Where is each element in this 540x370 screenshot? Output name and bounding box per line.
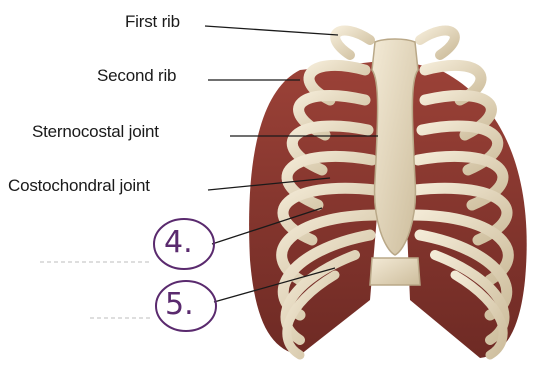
- label-costochondral-joint: Costochondral joint: [8, 176, 150, 196]
- faint-dashes: [40, 262, 150, 318]
- rib-right-1: [420, 31, 455, 55]
- leader-first-rib: [205, 26, 338, 35]
- sternum: [372, 39, 418, 255]
- rib-left-1: [335, 31, 370, 55]
- vertebra: [370, 258, 420, 285]
- label-sternocostal-joint: Sternocostal joint: [32, 122, 159, 142]
- handwritten-five: 5.: [165, 287, 194, 322]
- label-first-rib: First rib: [125, 12, 180, 32]
- label-second-rib: Second rib: [97, 66, 176, 86]
- handwritten-four: 4.: [164, 225, 193, 260]
